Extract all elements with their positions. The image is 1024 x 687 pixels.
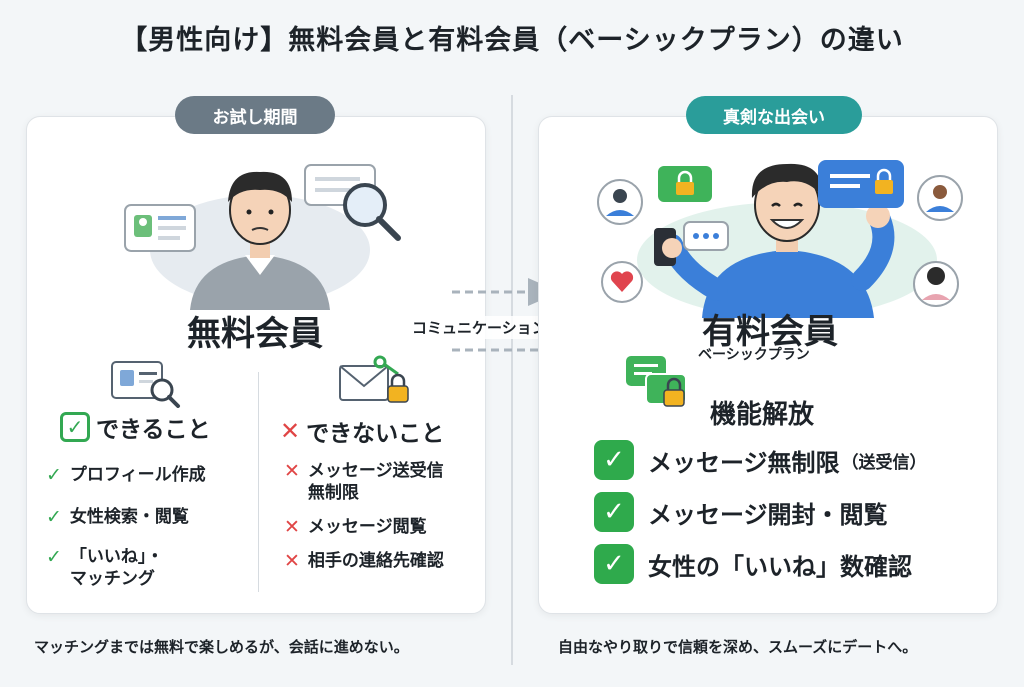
feature-item: ✓ メッセージ開封・閲覧 [594, 492, 888, 532]
cross-icon: ✕ [280, 417, 301, 445]
cross-icon: ✕ [284, 460, 300, 482]
check-icon: ✓ [46, 546, 62, 568]
unlock-heading: 機能解放 [710, 400, 815, 430]
check-icon: ✓ [46, 506, 62, 528]
check-icon: ✓ [594, 440, 634, 480]
envelope-icon [339, 355, 409, 403]
cannot-item: ✕ 相手の連絡先確認 [284, 550, 444, 572]
check-icon: ✓ [60, 412, 90, 442]
plan-name: ベーシックプラン [698, 347, 810, 363]
free-badge: お試し期間 [175, 96, 335, 134]
cannot-heading: ✕ できないこと [280, 417, 445, 447]
center-divider [511, 95, 513, 665]
heart-icon [601, 261, 643, 303]
profile-card-icon [124, 204, 196, 252]
cross-icon: ✕ [284, 550, 300, 572]
lock-icon [676, 170, 694, 195]
free-member-illustration [124, 164, 401, 310]
check-icon: ✓ [594, 544, 634, 584]
check-icon: ✓ [594, 492, 634, 532]
communication-wall-label: コミュニケーションの壁 [410, 316, 579, 339]
feature-item: ✓ 女性の「いいね」数確認 [594, 544, 912, 584]
can-heading: ✓ できること [60, 410, 211, 444]
free-caption: マッチングまでは無料で楽しめるが、会話に進めない。 [34, 638, 409, 656]
magnifier-icon [343, 183, 401, 241]
can-item: ✓ 「いいね」・ マッチング [46, 546, 164, 589]
free-member-title: 無料会員 [187, 314, 323, 354]
check-icon: ✓ [46, 464, 62, 486]
profile-search-icon [111, 361, 180, 408]
paid-member-title: 有料会員 [702, 312, 838, 352]
lock-icon [387, 373, 409, 403]
can-item: ✓ プロフィール作成 [46, 464, 206, 486]
left-column-divider [258, 372, 259, 592]
page-title: 【男性向け】無料会員と有料会員（ベーシックプラン）の違い [120, 25, 904, 56]
cannot-item: ✕ メッセージ送受信 無制限 [284, 460, 444, 503]
cross-icon: ✕ [284, 516, 300, 538]
paid-badge: 真剣な出会い [686, 96, 862, 134]
feature-item: ✓ メッセージ無制限（送受信） [594, 440, 927, 480]
can-item: ✓ 女性検索・閲覧 [46, 506, 189, 528]
unlock-chat-icon [626, 356, 687, 407]
paid-caption: 自由なやり取りで信頼を深め、スムーズにデートへ。 [558, 638, 918, 656]
cannot-item: ✕ メッセージ閲覧 [284, 516, 427, 538]
paid-member-illustration [597, 160, 963, 318]
chat-bubble-icon [818, 160, 904, 208]
